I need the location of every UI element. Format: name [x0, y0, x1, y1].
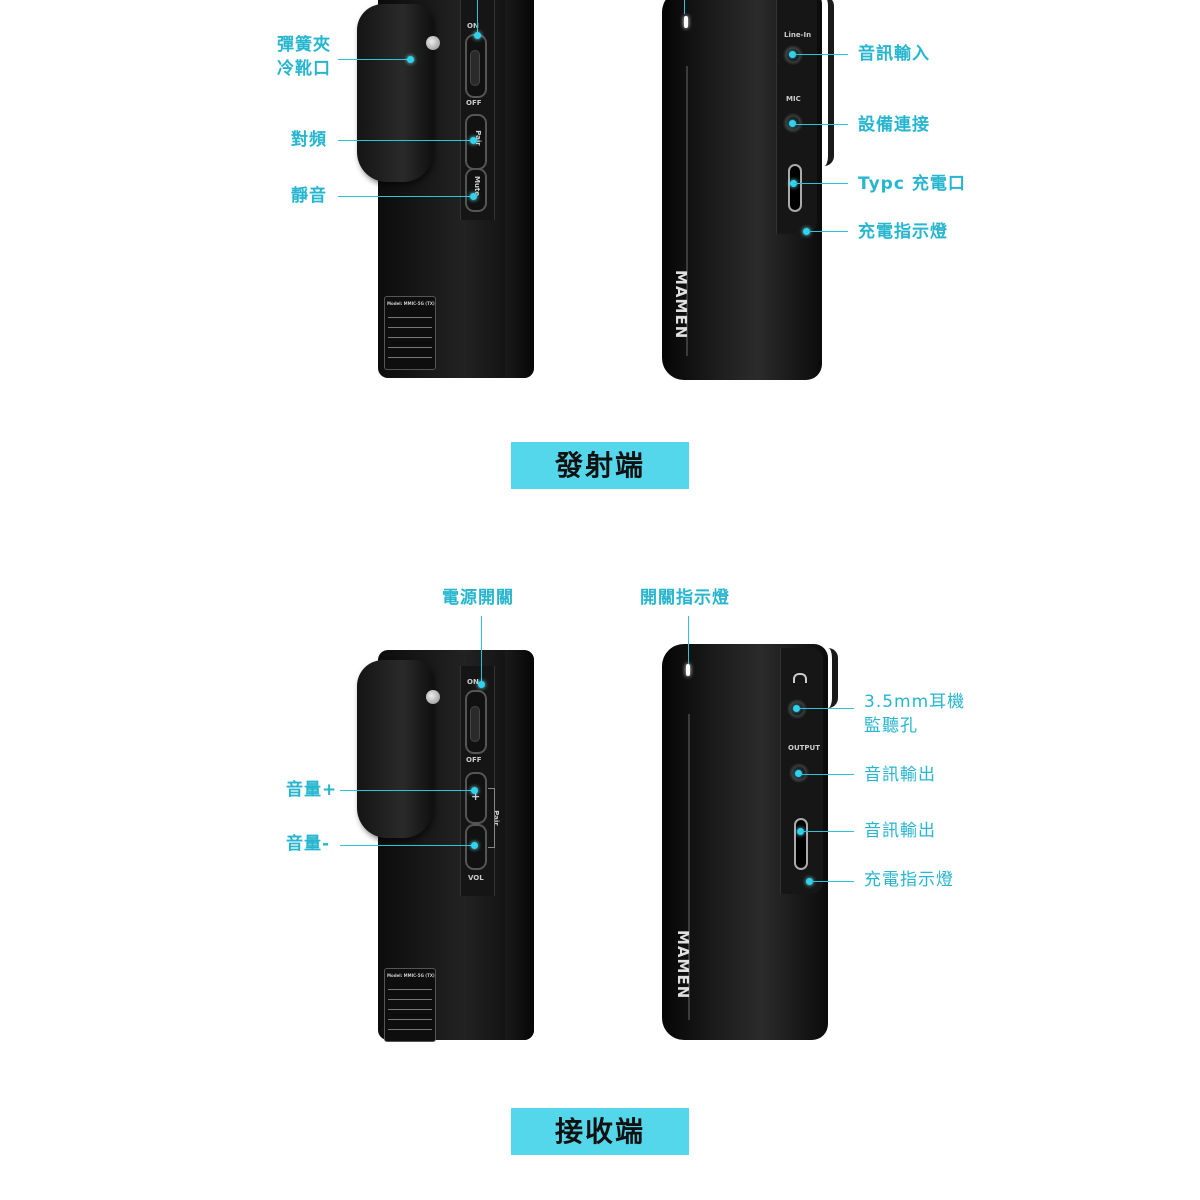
transmitter-power-led	[684, 16, 688, 28]
receiver-brand: MAMEN	[674, 930, 692, 1000]
mic-label: 設備連接	[858, 115, 930, 135]
switch-led-label: 開關指示燈	[640, 588, 730, 608]
typec-out-callout-dot	[797, 828, 804, 835]
clip-pin-icon	[426, 36, 440, 50]
mute-button[interactable]: Mute	[465, 168, 487, 212]
clip-callout-dot	[407, 56, 414, 63]
cold-shoe-label: 冷靴口	[277, 59, 331, 79]
vol-text: VOL	[468, 874, 484, 882]
charge-led-label: 充電指示燈	[858, 222, 948, 242]
receiver-on-text: ON	[467, 678, 479, 686]
headphone-label-1: 3.5mm耳機	[864, 692, 966, 712]
switch-callout-dot	[474, 32, 481, 39]
typec-label: Typc 充電口	[858, 174, 966, 194]
output-callout-dot	[795, 770, 802, 777]
receiver-clip-pin-icon	[426, 690, 440, 704]
receiver-power-switch[interactable]	[465, 690, 487, 754]
pair-callout-dot	[470, 137, 477, 144]
headphone-callout-dot	[793, 705, 800, 712]
receiver-spec-plate: Model: MMIC-5G (TX)	[384, 968, 436, 1042]
vol-down-label: 音量-	[286, 834, 331, 854]
receiver-charge-led-callout-dot	[806, 878, 813, 885]
audio-out-label-1: 音訊輸出	[864, 765, 936, 785]
typec-callout-dot	[790, 180, 797, 187]
audio-out-label-2: 音訊輸出	[864, 821, 936, 841]
mic-callout-dot	[789, 120, 796, 127]
volume-up-button[interactable]: +	[465, 772, 487, 824]
mute-label: 靜音	[291, 186, 327, 206]
receiver-charge-led-label: 充電指示燈	[864, 870, 954, 890]
transmitter-banner: 發射端	[511, 442, 689, 489]
transmitter-brand: MAMEN	[672, 270, 690, 340]
transmitter-clip	[357, 4, 433, 182]
on-text: ON	[467, 22, 479, 30]
vol-up-callout-dot	[471, 787, 478, 794]
receiver-power-led	[686, 664, 690, 676]
line-in-text: Line-In	[784, 31, 812, 39]
receiver-banner: 接收端	[511, 1108, 689, 1155]
receiver-clip	[357, 660, 433, 838]
charge-led-callout-dot	[803, 228, 810, 235]
vol-down-callout-dot	[471, 842, 478, 849]
spec-plate: Model: MMIC-5G (TX)	[384, 296, 436, 370]
pair-label: 對頻	[291, 130, 327, 150]
output-text: OUTPUT	[788, 744, 820, 752]
line-in-label: 音訊輸入	[858, 44, 930, 64]
receiver-off-text: OFF	[466, 756, 482, 764]
power-switch-label: 電源開關	[442, 588, 514, 608]
power-switch[interactable]	[465, 34, 487, 98]
vol-up-label: 音量+	[286, 780, 338, 800]
power-switch-callout-dot	[478, 681, 485, 688]
line-in-callout-dot	[789, 51, 796, 58]
mute-callout-dot	[470, 193, 477, 200]
off-text: OFF	[466, 99, 482, 107]
receiver-typec-port[interactable]	[794, 818, 808, 870]
headphone-icon	[793, 673, 807, 683]
mic-text: MIC	[786, 95, 801, 103]
typec-port[interactable]	[788, 164, 802, 212]
clip-label: 彈簧夾	[277, 35, 331, 55]
headphone-label-2: 監聽孔	[864, 716, 918, 736]
